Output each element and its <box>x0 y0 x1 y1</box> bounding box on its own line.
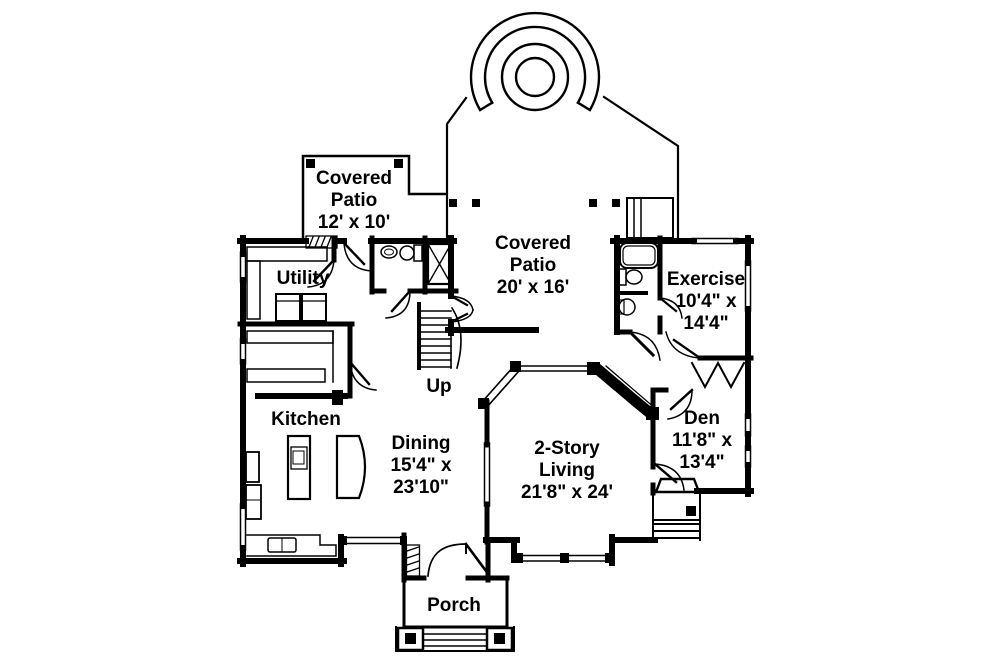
room-dimensions: 21'8" x 24' <box>520 482 614 503</box>
room-dimensions: 13'4" <box>679 452 725 473</box>
room-dimensions: 15'4" x <box>390 455 452 476</box>
linen-closet-x-icon <box>426 242 453 286</box>
room-label-dining: Dining 15'4" x 23'10" <box>390 433 451 499</box>
patio-posts <box>449 199 620 207</box>
interior-walls-left <box>237 235 491 583</box>
room-label-utility: Utility <box>277 268 330 290</box>
exterior-walls <box>237 235 754 567</box>
dining-living-divider-window <box>483 442 491 507</box>
fireplace-icon <box>652 477 701 541</box>
room-dimensions: 20' x 16' <box>496 277 570 298</box>
room-label-living: 2-Story Living 21'8" x 24' <box>521 438 613 504</box>
porch-structure <box>395 575 515 652</box>
room-label-den: Den 11'8" x 13'4" <box>672 408 732 474</box>
room-name: Covered <box>494 233 572 254</box>
kitchen-fixtures <box>245 451 337 557</box>
room-name: Living <box>539 460 595 481</box>
room-name: Covered <box>315 168 393 189</box>
room-label-kitchen: Kitchen <box>271 409 341 431</box>
bathtub-icon <box>619 242 659 269</box>
left-covered-patio <box>301 154 448 240</box>
room-label-exercise: Exercise 10'4" x 14'4" <box>667 269 745 335</box>
room-dimensions: 11'8" x <box>671 430 733 451</box>
room-name: Exercise <box>666 269 746 290</box>
room-name: Kitchen <box>271 409 341 430</box>
chimney <box>626 197 674 239</box>
room-name: Patio <box>330 190 378 211</box>
stairs <box>417 302 462 370</box>
room-name: Patio <box>509 255 557 276</box>
room-dimensions: 14'4" <box>683 313 729 334</box>
mud-room-shelves <box>246 330 334 383</box>
room-name: Dining <box>391 433 451 454</box>
room-label-covered-patio-left: Covered Patio 12' x 10' <box>316 168 392 234</box>
room-label-covered-patio-center: Covered Patio 20' x 16' <box>495 233 571 299</box>
kitchen-islands <box>286 434 367 501</box>
washer-dryer-icon <box>275 293 327 322</box>
tower-bay-walls <box>445 95 680 240</box>
room-dimensions: 23'10" <box>393 477 449 498</box>
room-dimensions: 10'4" x <box>675 291 737 312</box>
room-dimensions: 12' x 10' <box>317 212 391 233</box>
bath-walls <box>614 235 754 361</box>
pedestal-sink-icon <box>617 298 636 316</box>
stairs-direction: Up <box>426 376 452 397</box>
closet-bifold-doors-icon <box>690 360 746 390</box>
tower-turret-icon <box>469 11 601 112</box>
room-name: Porch <box>427 595 481 616</box>
door-arcs <box>307 241 702 577</box>
media-niche-band-icon <box>593 364 658 421</box>
room-name: Den <box>684 408 720 429</box>
living-den-wall <box>650 387 669 496</box>
utility-counters <box>246 246 328 320</box>
room-label-porch: Porch <box>427 595 481 617</box>
half-bath-fixtures <box>380 244 423 262</box>
room-name: 2-Story <box>534 438 600 459</box>
room-name: Utility <box>276 268 330 289</box>
stairs-up-label: Up <box>426 376 451 398</box>
toilet-icon <box>618 268 643 286</box>
living-bay-windows <box>478 361 659 420</box>
